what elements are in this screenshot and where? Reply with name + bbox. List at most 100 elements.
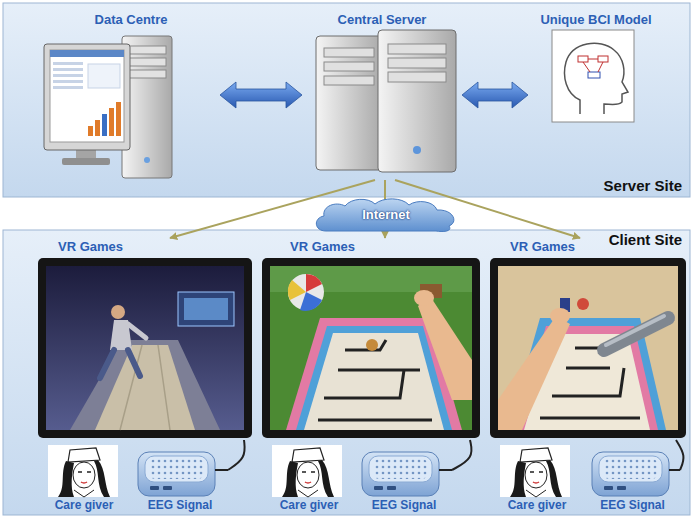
network-label: Internet bbox=[362, 207, 410, 223]
role-label: Care giver bbox=[508, 498, 567, 512]
caregiver-figure bbox=[48, 445, 118, 497]
data-centre-computer bbox=[88, 64, 120, 88]
site-panel: Data Centre Central Server Unique BCI Mode… bbox=[3, 3, 690, 197]
data-centre-computer bbox=[109, 108, 114, 136]
eeg-device bbox=[138, 452, 680, 496]
component-title: Unique BCI Model bbox=[540, 12, 651, 28]
data-flow-arrow bbox=[220, 82, 302, 108]
vr-game-screen bbox=[120, 345, 170, 430]
vr-game-screen bbox=[577, 298, 589, 310]
vr-game-screen bbox=[95, 345, 195, 430]
central-server-towers bbox=[324, 62, 374, 71]
data-centre-computer bbox=[50, 50, 124, 142]
bci-model-figure bbox=[552, 30, 634, 122]
site-panel-ground bbox=[3, 230, 690, 515]
data-flow-arrow bbox=[462, 82, 528, 108]
vr-game-screen bbox=[184, 298, 228, 320]
vr-game-screen bbox=[606, 316, 664, 345]
central-server-towers bbox=[378, 30, 456, 172]
vr-game-screen bbox=[550, 308, 570, 324]
central-server-towers bbox=[324, 48, 374, 57]
data-centre-computer bbox=[53, 86, 83, 89]
data-centre-computer bbox=[44, 36, 172, 178]
data-centre-computer bbox=[53, 74, 83, 77]
bci-model-figure bbox=[598, 56, 608, 62]
vr-game-screen bbox=[178, 292, 234, 326]
data-centre-computer bbox=[53, 62, 83, 65]
vr-game-screen bbox=[490, 258, 686, 438]
component-title: Data Centre bbox=[95, 12, 168, 28]
vr-game-screen bbox=[100, 350, 140, 378]
central-server-towers bbox=[413, 146, 421, 154]
component-title: Central Server bbox=[338, 12, 427, 28]
vr-game-screen bbox=[262, 258, 480, 438]
eeg-cable bbox=[452, 440, 472, 470]
site-panel-ground bbox=[3, 3, 690, 515]
data-centre-computer bbox=[44, 44, 130, 150]
vr-game-screen bbox=[270, 266, 472, 430]
device-label: EEG Signal bbox=[372, 498, 437, 512]
data-centre-computer bbox=[128, 46, 166, 54]
vr-game-screen bbox=[498, 316, 570, 430]
data-centre-computer bbox=[128, 58, 166, 66]
server-node: Central Server bbox=[302, 8, 462, 180]
bci-model-figure bbox=[565, 43, 628, 114]
monitor-node: VR Games bbox=[262, 238, 488, 440]
caregiver-figure bbox=[48, 445, 570, 497]
data-centre-computer bbox=[88, 126, 93, 136]
site-panel-ground bbox=[3, 3, 690, 197]
central-server-towers bbox=[324, 76, 374, 85]
data-centre-computer bbox=[144, 157, 150, 163]
central-server-towers bbox=[388, 72, 446, 82]
central-server-towers bbox=[388, 58, 446, 68]
role-label: Care giver bbox=[55, 498, 114, 512]
eeg-device bbox=[362, 452, 439, 496]
vr-game-screen bbox=[296, 326, 452, 430]
vr-game-screen bbox=[490, 258, 686, 438]
data-centre-computer bbox=[116, 102, 121, 136]
vr-game-screen bbox=[111, 305, 125, 319]
vr-game-screen bbox=[498, 266, 678, 430]
device-label: EEG Signal bbox=[148, 498, 213, 512]
bci-model-figure bbox=[552, 30, 634, 122]
bci-model-figure bbox=[578, 56, 588, 62]
vr-game-screen bbox=[70, 340, 220, 430]
vr-game-screen bbox=[414, 290, 434, 306]
monitor-node: VR Games bbox=[38, 238, 260, 440]
vr-game-screen bbox=[306, 274, 322, 292]
eeg-device bbox=[215, 469, 680, 471]
vr-game-screen bbox=[38, 258, 252, 438]
central-server-towers bbox=[316, 30, 456, 172]
site-panel: VR GamesVR GamesVR GamesCare giverEEG Si… bbox=[3, 230, 690, 515]
data-centre-computer bbox=[62, 158, 110, 165]
data-centre-computer bbox=[53, 68, 83, 71]
caregiver-node: Care giver bbox=[265, 443, 353, 514]
vr-game-screen bbox=[418, 296, 472, 400]
site-label: Server Site bbox=[604, 178, 682, 194]
vr-game-screen bbox=[262, 258, 480, 438]
vr-game-screen bbox=[540, 348, 640, 418]
data-centre-computer bbox=[102, 114, 107, 136]
eeg-device-node: EEG Signal bbox=[132, 443, 228, 514]
vr-game-screen bbox=[318, 340, 432, 420]
vr-game-screen bbox=[366, 339, 378, 351]
eeg-cable bbox=[228, 440, 245, 470]
vr-game-screen bbox=[128, 324, 146, 338]
game-label: VR Games bbox=[58, 239, 260, 255]
caregiver-node: Care giver bbox=[492, 443, 582, 514]
eeg-device bbox=[138, 452, 215, 496]
cloud-shape bbox=[316, 199, 454, 232]
vr-game-screen bbox=[604, 318, 668, 350]
vr-game-screen bbox=[288, 280, 306, 300]
central-server-towers bbox=[316, 36, 382, 170]
role-label: Care giver bbox=[280, 498, 339, 512]
model-node: Unique BCI Model bbox=[528, 8, 664, 132]
vr-game-screen bbox=[300, 292, 322, 311]
bci-model-figure bbox=[588, 72, 600, 78]
data-centre-computer bbox=[53, 80, 83, 83]
cloud-node: Internet bbox=[312, 197, 460, 232]
bci-model-figure bbox=[583, 59, 603, 72]
